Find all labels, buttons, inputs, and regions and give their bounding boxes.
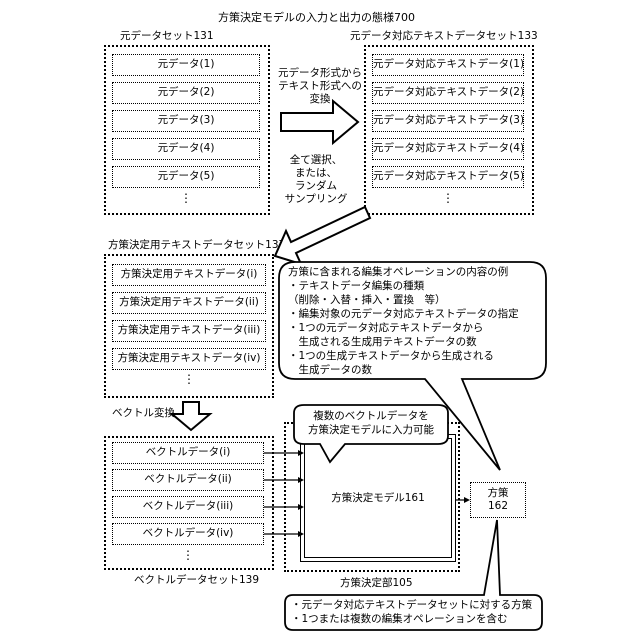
callout-ops-line5: ・1つの元データ対応テキストデータから xyxy=(288,322,483,335)
callout-ops-line8: 生成データの数 xyxy=(288,364,372,377)
connector-3-head xyxy=(298,504,304,510)
callout-policy-line1: ・元データ対応テキストデータセットに対する方策 xyxy=(291,599,532,612)
connector-4-head xyxy=(298,531,304,537)
convert-arrow xyxy=(281,101,358,143)
callout-input-line1: 複数のベクトルデータを xyxy=(294,410,448,423)
select-arrow xyxy=(275,207,370,264)
callout-ops-line2: ・テキストデータ編集の種類 xyxy=(288,280,424,293)
callout-ops-line7: ・1つの生成テキストデータから生成される xyxy=(288,350,494,363)
callout-ops-line6: 生成される生成用テキストデータの数 xyxy=(288,336,477,349)
connector-2-head xyxy=(298,477,304,483)
callout-ops-line1: 方策に含まれる編集オペレーションの内容の例 xyxy=(288,266,508,279)
callout-ops-line3: （削除・入替・挿入・置換 等） xyxy=(288,294,446,307)
callout-input-line2: 方策決定モデルに入力可能 xyxy=(294,424,448,437)
connector-1-head xyxy=(298,450,304,456)
callout-ops-line4: ・編集対象の元データ対応テキストデータの指定 xyxy=(288,308,519,321)
callout-policy-line2: ・1つまたは複数の編集オペレーションを含む xyxy=(291,613,507,626)
connector-model-policy-head xyxy=(464,497,470,503)
vector-convert-arrow xyxy=(172,402,210,430)
